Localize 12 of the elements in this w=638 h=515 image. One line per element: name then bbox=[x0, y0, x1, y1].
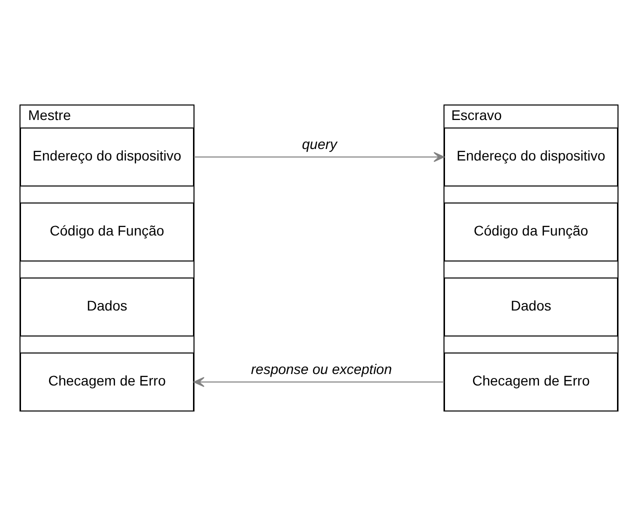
node-box: Código da Função bbox=[444, 202, 618, 261]
node-box: Checagem de Erro bbox=[20, 352, 194, 411]
node-box: Checagem de Erro bbox=[444, 352, 618, 411]
node-box: Dados bbox=[20, 277, 194, 336]
node-box: Código da Função bbox=[20, 202, 194, 261]
arrow bbox=[194, 376, 444, 386]
node-box: Endereço do dispositivo bbox=[20, 127, 194, 186]
arrow bbox=[194, 152, 444, 162]
edge-label: response ou exception bbox=[251, 360, 392, 377]
node-box: Endereço do dispositivo bbox=[444, 127, 618, 186]
node-box: Dados bbox=[444, 277, 618, 336]
edge-label: query bbox=[302, 136, 338, 152]
